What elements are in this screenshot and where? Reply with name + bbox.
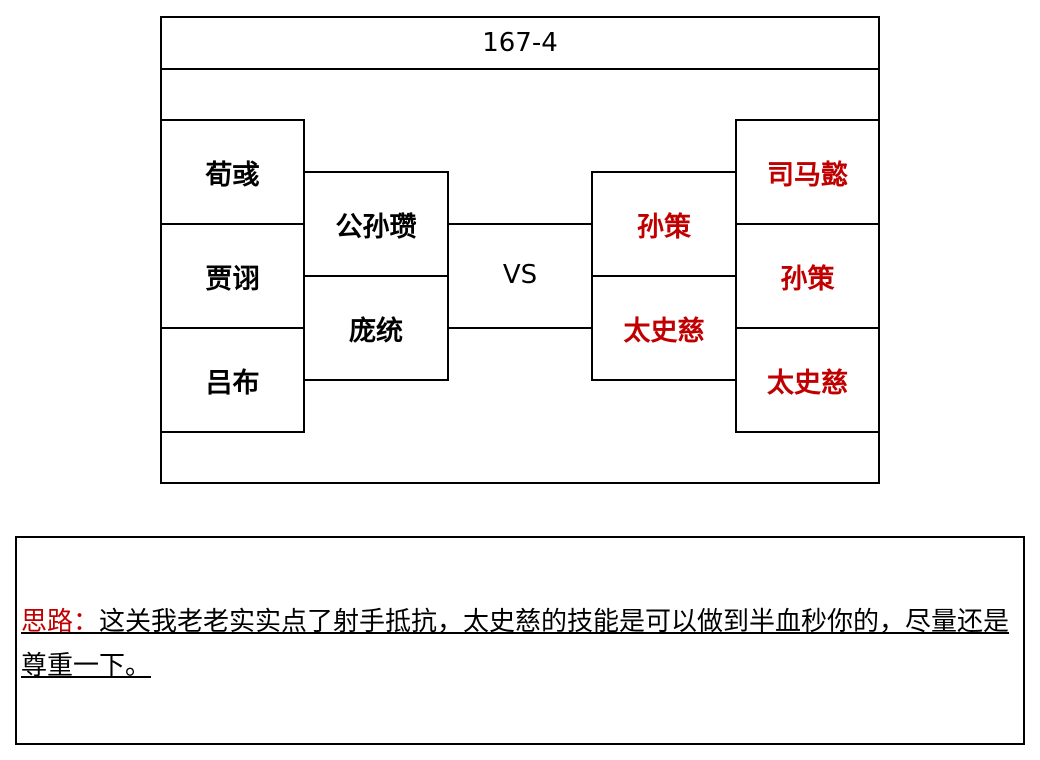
right-outer-slot-2: 孙策 xyxy=(735,223,880,329)
connector-line-bottom xyxy=(448,327,593,329)
level-title: 167-4 xyxy=(162,18,878,70)
left-inner-slot-2: 庞统 xyxy=(303,275,449,381)
connector-line-top xyxy=(448,223,593,225)
strategy-note-box: 思路：这关我老老实实点了射手抵抗，太史慈的技能是可以做到半血秒你的，尽量还是尊重… xyxy=(15,536,1025,745)
strategy-note: 思路：这关我老老实实点了射手抵抗，太史慈的技能是可以做到半血秒你的，尽量还是尊重… xyxy=(21,600,1011,688)
vs-label: VS xyxy=(502,260,538,290)
right-outer-slot-1: 司马懿 xyxy=(735,119,880,225)
left-inner-slot-1: 公孙瓒 xyxy=(303,171,449,277)
left-outer-slot-1: 荀彧 xyxy=(160,119,305,225)
right-inner-slot-1: 孙策 xyxy=(591,171,737,277)
left-outer-slot-2: 贾诩 xyxy=(160,223,305,329)
strategy-note-label: 思路： xyxy=(21,607,100,637)
left-outer-slot-3: 吕布 xyxy=(160,327,305,433)
right-inner-slot-2: 太史慈 xyxy=(591,275,737,381)
strategy-note-text: 这关我老老实实点了射手抵抗，太史慈的技能是可以做到半血秒你的，尽量还是尊重一下。 xyxy=(21,607,1010,681)
right-outer-slot-3: 太史慈 xyxy=(735,327,880,433)
